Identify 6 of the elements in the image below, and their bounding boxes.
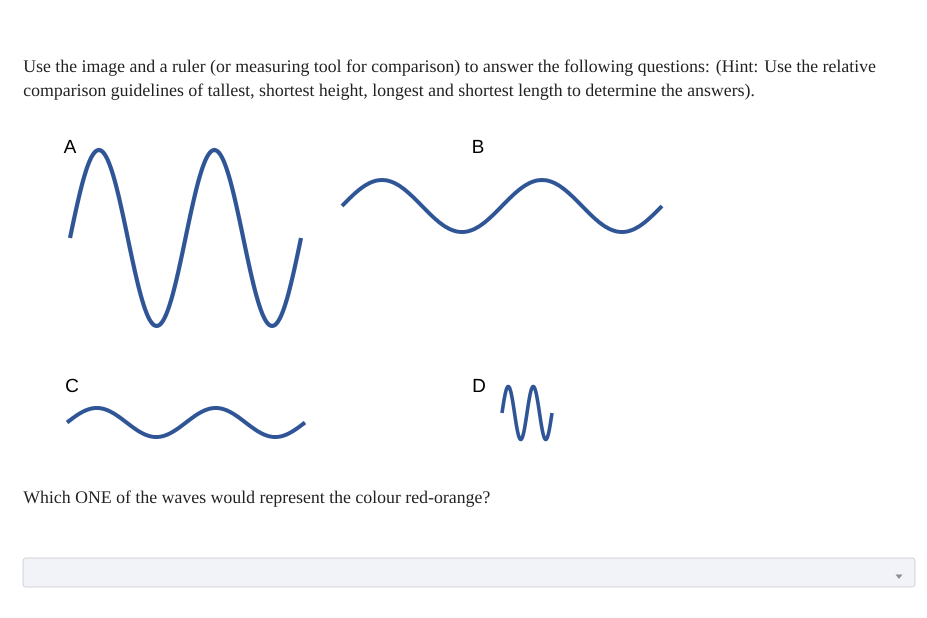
instructions-text: Use the image and a ruler (or measuring tool for comparison) to answer the following questions: (Hint: Use the relative comparison guidelines of tallest, shortest height, longest and shortest length to determine the answers). <box>24 59 876 100</box>
letter-label: A <box>64 140 76 153</box>
question-text: Which ONE of the waves would represent the colour red-orange? <box>23 490 490 507</box>
letter-label: D <box>474 378 485 392</box>
letter-label: C <box>66 378 78 392</box>
letter-label: B <box>473 140 484 153</box>
